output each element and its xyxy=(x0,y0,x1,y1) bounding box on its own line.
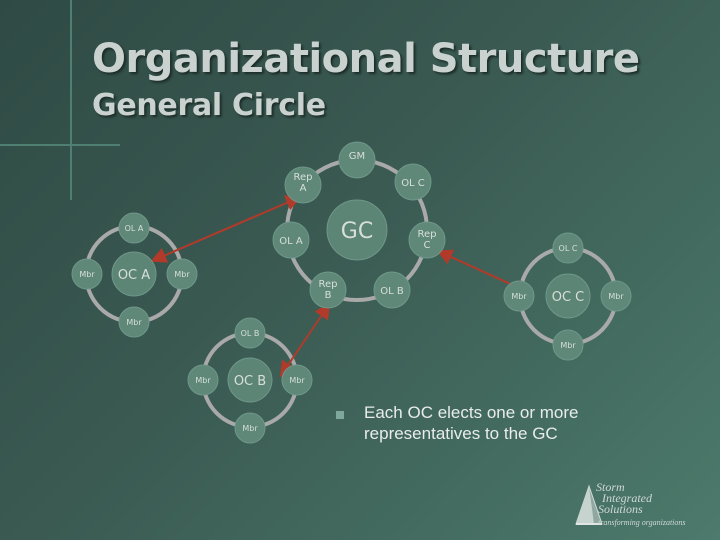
pyramid-logo-icon xyxy=(575,484,603,525)
gc-center-label: GC xyxy=(341,219,373,244)
oc-b-center-node xyxy=(227,357,273,403)
logo-wordmark: Storm Integrated Solutions xyxy=(596,480,652,516)
gc-node-gm: GM xyxy=(338,141,376,179)
gc-node-label: GM xyxy=(349,151,365,162)
arrow-rep-a-to-ol-a xyxy=(150,195,302,263)
oc-b-node-mbr-right: Mbr xyxy=(281,364,313,396)
oc-a-center-node xyxy=(111,251,157,297)
frame-horizontal-line xyxy=(0,144,120,146)
gc-node-label: OL A xyxy=(279,236,303,247)
svg-text:OL A: OL A xyxy=(125,224,144,233)
oc-b-node-ol-b: OL B xyxy=(234,317,266,349)
bullet-item: Each OC elects one or more representativ… xyxy=(336,402,636,444)
gc-node-ol-b: OL B xyxy=(373,271,411,309)
svg-text:Mbr: Mbr xyxy=(289,376,305,385)
svg-text:OL C: OL C xyxy=(559,244,578,253)
svg-text:Mbr: Mbr xyxy=(560,341,576,350)
oc-c-node-mbr-left: Mbr xyxy=(503,280,535,312)
svg-text:Mbr: Mbr xyxy=(126,318,142,327)
oc-c-node-mbr-bottom: Mbr xyxy=(552,329,584,361)
oc-a-center-label: OC A xyxy=(118,268,150,283)
oc-b-center-label: OC B xyxy=(234,374,266,389)
oc-a-node-mbr-bottom: Mbr xyxy=(118,306,150,338)
bullet-text: Each OC elects one or more representativ… xyxy=(364,403,579,443)
oc-c-center-node xyxy=(545,273,591,319)
frame-vertical-line xyxy=(70,0,72,200)
svg-text:Mbr: Mbr xyxy=(511,292,527,301)
oc-a-node-ol-a: OL A xyxy=(118,212,150,244)
gc-node-label: OL B xyxy=(380,286,404,297)
slide-subtitle: General Circle xyxy=(92,88,326,123)
oc-a-node-mbr-right: Mbr xyxy=(166,258,198,290)
company-logo: Storm Integrated Solutions transforming … xyxy=(574,480,714,534)
logo-tagline: transforming organizations xyxy=(598,518,686,527)
oc-a-node-mbr-left: Mbr xyxy=(71,258,103,290)
oc-c-node-mbr-right: Mbr xyxy=(600,280,632,312)
oc-c-node-ol-c: OL C xyxy=(552,232,584,264)
gc-node-label: OL C xyxy=(401,178,425,189)
svg-text:Mbr: Mbr xyxy=(242,424,258,433)
bullet-square-icon xyxy=(336,411,344,419)
svg-text:Mbr: Mbr xyxy=(79,270,95,279)
slide-title: Organizational Structure xyxy=(92,36,640,82)
oc-b-node-mbr-left: Mbr xyxy=(187,364,219,396)
gc-node-ol-c: OL C xyxy=(394,163,432,201)
gc-center-node xyxy=(326,199,388,261)
arrow-rep-b-to-ol-b xyxy=(279,302,331,378)
oc-c-center-label: OC C xyxy=(552,290,585,305)
svg-text:Mbr: Mbr xyxy=(608,292,624,301)
svg-text:Mbr: Mbr xyxy=(174,270,190,279)
gc-node-ol-a: OL A xyxy=(272,221,310,259)
svg-text:OL B: OL B xyxy=(241,329,260,338)
oc-b-node-mbr-bottom: Mbr xyxy=(234,412,266,444)
svg-text:Mbr: Mbr xyxy=(195,376,211,385)
